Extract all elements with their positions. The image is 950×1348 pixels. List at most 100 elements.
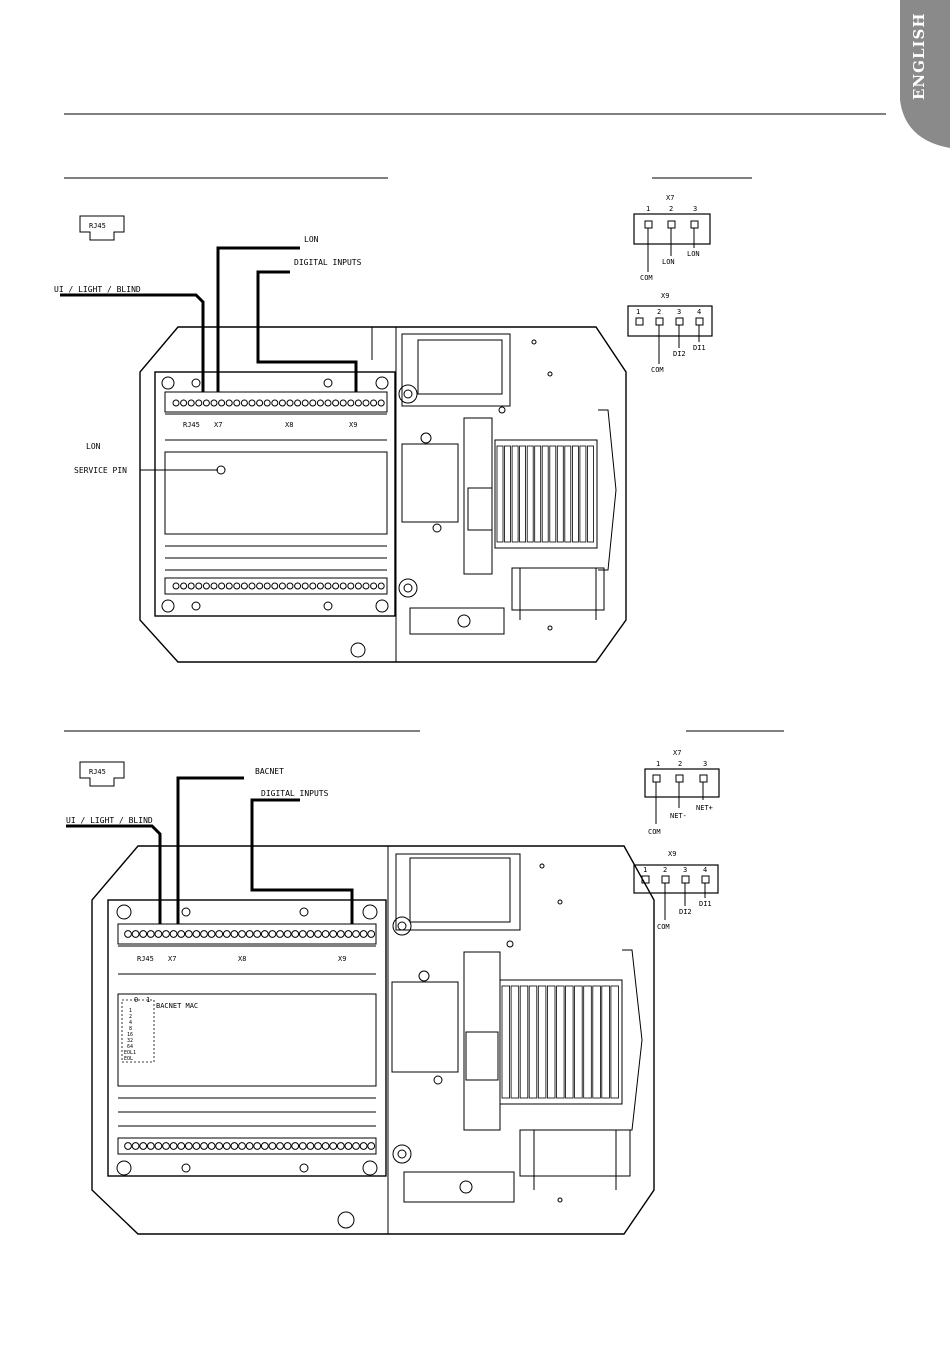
din-terminal-module (505, 446, 511, 542)
callout-digital-inputs: DIGITAL INPUTS (294, 258, 362, 267)
terminal-screw (231, 1143, 238, 1150)
terminal-screw (246, 931, 253, 938)
svg-text:2: 2 (657, 308, 661, 316)
terminal-screw (223, 931, 230, 938)
din-terminal-module (588, 446, 594, 542)
din-terminal-module (575, 986, 583, 1098)
terminal-screw (239, 1143, 246, 1150)
terminal-screw (345, 931, 352, 938)
din-terminal-module (550, 446, 556, 542)
din-terminal-module (511, 986, 519, 1098)
terminal-screw (163, 931, 170, 938)
terminal-screw (315, 1143, 322, 1150)
board-label-x7: X7 (214, 421, 222, 429)
terminal-screw (163, 1143, 170, 1150)
din-terminal-module (527, 446, 533, 542)
terminal-screw (147, 1143, 154, 1150)
terminal-screw (337, 1143, 344, 1150)
terminal-screw (363, 400, 369, 406)
board-label-rj45: RJ45 (137, 955, 154, 963)
svg-text:1: 1 (646, 205, 650, 213)
terminal-screw (269, 931, 276, 938)
din-terminal-module (547, 986, 555, 1098)
terminal-screw (264, 583, 270, 589)
callout-lon-side: LON (86, 442, 101, 451)
terminal-screw (239, 931, 246, 938)
board-label-x8: X8 (238, 955, 246, 963)
terminal-screw (254, 1143, 261, 1150)
terminal-screw (181, 400, 187, 406)
terminal-screw (325, 583, 331, 589)
terminal-screw (307, 1143, 314, 1150)
terminal-screw (330, 1143, 337, 1150)
bacnet-cable (178, 778, 244, 924)
x9-signal-di1: DI1 (699, 900, 712, 908)
terminal-screw (302, 583, 308, 589)
din-terminal-module (565, 446, 571, 542)
svg-text:4: 4 (703, 866, 707, 874)
terminal-screw (322, 931, 329, 938)
terminal-screw (333, 400, 339, 406)
x7-signal-com: COM (640, 274, 653, 282)
terminal-screw (241, 400, 247, 406)
terminal-screw (208, 1143, 215, 1150)
din-terminal-module (529, 986, 537, 1098)
terminal-screw (219, 400, 225, 406)
din-terminal-module (512, 446, 518, 542)
terminal-screw (132, 1143, 139, 1150)
terminal-screw (295, 583, 301, 589)
board-label-x8: X8 (285, 421, 293, 429)
callout-bacnet: BACNET (255, 767, 284, 776)
terminal-screw (170, 1143, 177, 1150)
terminal-screw (360, 1143, 367, 1150)
din-terminal-module (580, 446, 586, 542)
terminal-screw (360, 931, 367, 938)
terminal-screw (330, 931, 337, 938)
x9-signal-com: COM (651, 366, 664, 374)
callout-service-pin: SERVICE PIN (74, 466, 127, 475)
terminal-screw (337, 931, 344, 938)
terminal-screw (378, 400, 384, 406)
din-terminal-module (566, 986, 574, 1098)
bacnet-wiring-diagram: RJ45 RJ45 X7 X8 X9 (66, 749, 719, 1234)
terminal-screw (216, 931, 223, 938)
callout-digital-inputs: DIGITAL INPUTS (261, 789, 329, 798)
x7-title: X7 (666, 194, 674, 202)
terminal-screw (378, 583, 384, 589)
terminal-screw (219, 583, 225, 589)
terminal-screw (178, 1143, 185, 1150)
terminal-screw (368, 931, 375, 938)
terminal-screw (272, 583, 278, 589)
rj45-icon: RJ45 (80, 216, 124, 240)
terminal-screw (201, 931, 208, 938)
terminal-screw (140, 1143, 147, 1150)
terminal-screw (185, 931, 192, 938)
terminal-screw (317, 583, 323, 589)
x7-title: X7 (673, 749, 681, 757)
terminal-screw (269, 1143, 276, 1150)
terminal-screw (203, 583, 209, 589)
terminal-screw (368, 1143, 375, 1150)
terminal-screw (173, 583, 179, 589)
language-tab-label: ENGLISH (910, 12, 928, 100)
svg-text:1: 1 (656, 760, 660, 768)
terminal-screw (249, 400, 255, 406)
terminal-screw (292, 931, 299, 938)
din-terminal-module (542, 446, 548, 542)
din-terminal-module (602, 986, 610, 1098)
din-terminal-module (593, 986, 601, 1098)
terminal-screw (196, 400, 202, 406)
terminal-hardware (338, 854, 642, 1228)
lon-wiring-diagram: RJ45 RJ45 X7 X8 X9 (54, 194, 712, 662)
x7-connector-bacnet: X7 1 2 3 COM NET- NET+ (645, 749, 719, 836)
x9-title: X9 (668, 850, 676, 858)
terminal-screw (371, 400, 377, 406)
terminal-screw (188, 400, 194, 406)
terminal-screw (241, 583, 247, 589)
x9-signal-di1: DI1 (693, 344, 706, 352)
din-terminal-block (500, 980, 622, 1104)
bacnet-mac-label: BACNET MAC (156, 1002, 198, 1010)
terminal-screw (279, 400, 285, 406)
svg-text:1: 1 (643, 866, 647, 874)
terminal-screw (277, 1143, 284, 1150)
